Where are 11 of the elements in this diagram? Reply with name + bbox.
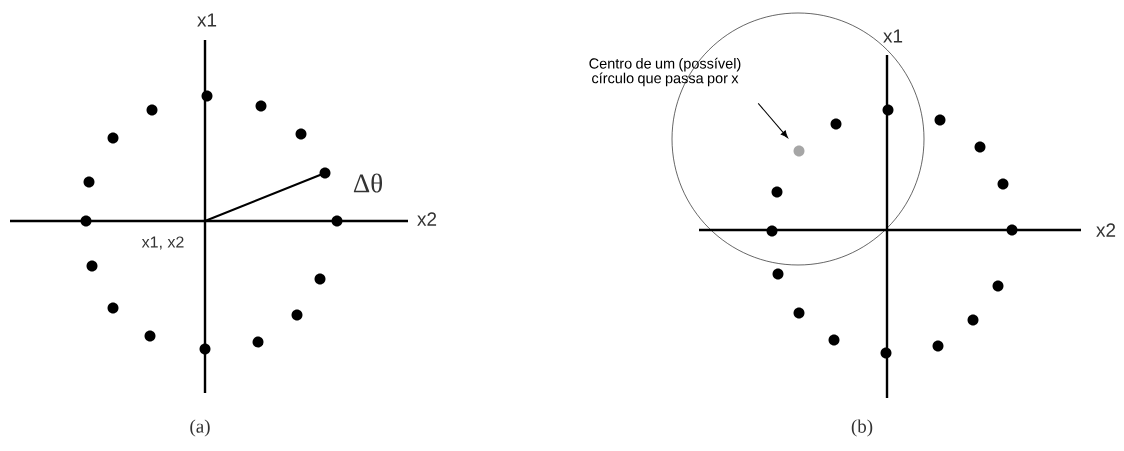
panel-label: (a) (190, 419, 210, 437)
panel-label: (b) (851, 419, 873, 437)
angle-label: Δθ (353, 173, 382, 193)
axis-label: x2 (1096, 223, 1116, 237)
axis-label: x1 (883, 29, 903, 43)
axis-label: x1 (197, 13, 217, 27)
arrow (757, 102, 788, 139)
origin-label: x1, x2 (141, 236, 184, 250)
callout-text: Centro de um (possível) círculo que passa por x (589, 57, 741, 87)
axis-label: x2 (417, 212, 437, 226)
highlighted-point (793, 145, 805, 157)
